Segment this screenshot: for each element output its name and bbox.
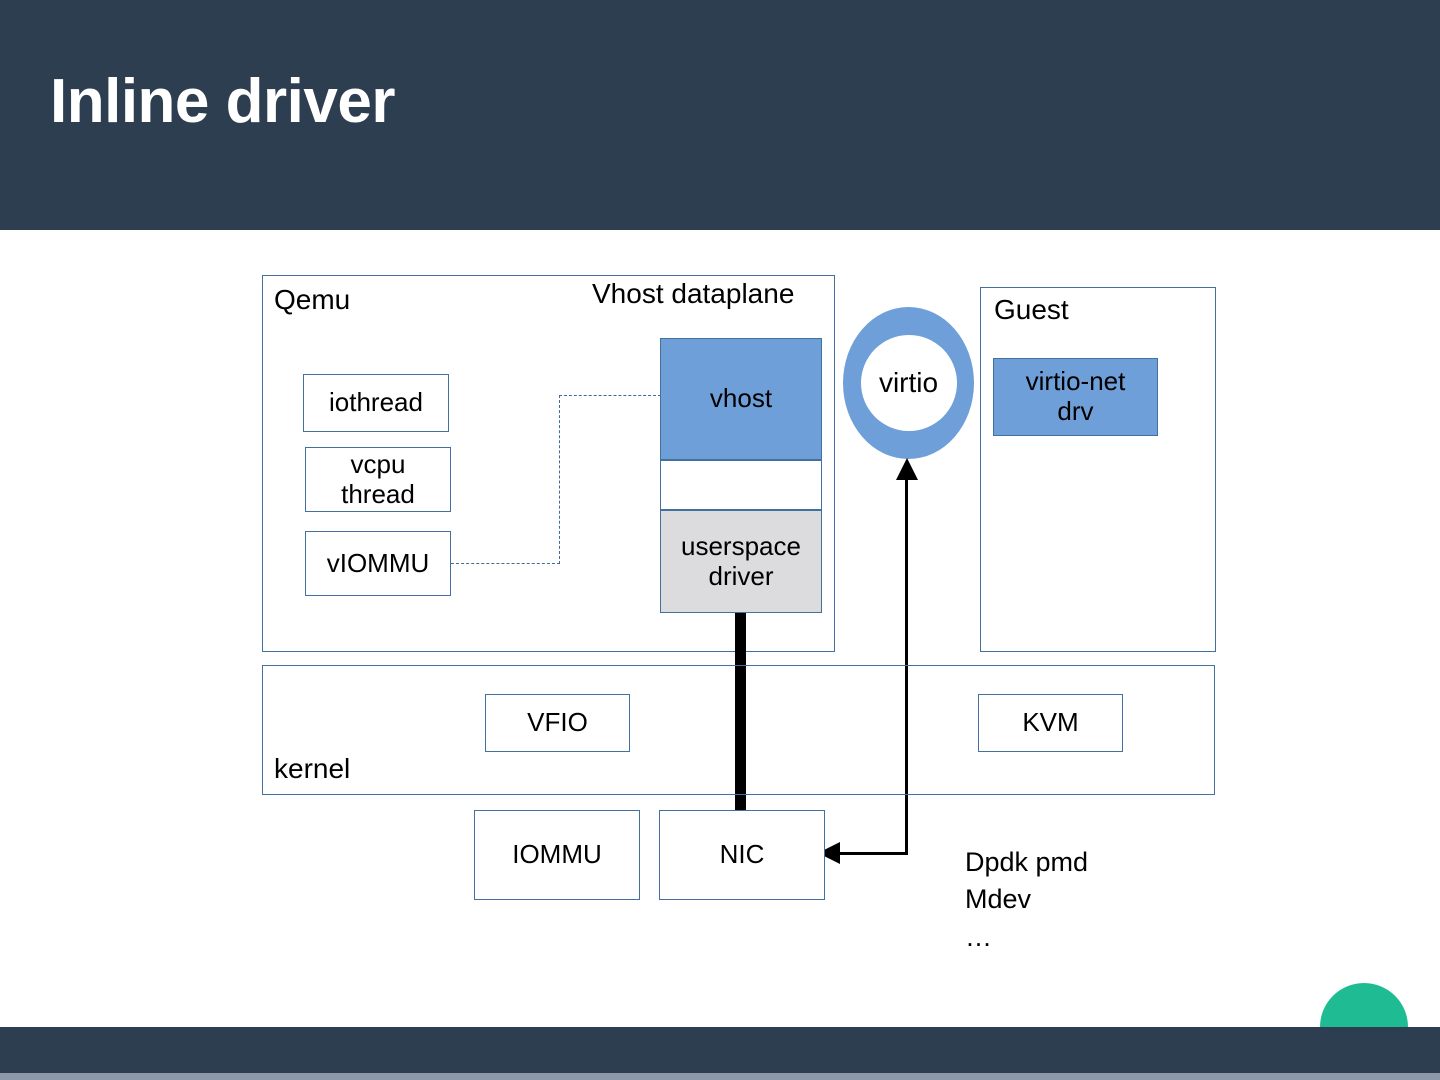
userspace-driver-box[interactable]: userspace driver xyxy=(660,510,822,613)
virtio-net-drv-label: virtio-net drv xyxy=(1025,366,1126,426)
vfio-box[interactable]: VFIO xyxy=(485,694,630,752)
viommu-vhost-dash-vertical xyxy=(559,395,560,564)
nic-virtio-arrow-vertical xyxy=(905,480,908,855)
iothread-box[interactable]: iothread xyxy=(303,374,449,432)
kvm-label: KVM xyxy=(1022,707,1079,738)
iothread-label: iothread xyxy=(329,387,423,418)
slide-header-bar xyxy=(0,0,1440,230)
virtio-label: virtio xyxy=(878,367,939,398)
nic-box[interactable]: NIC xyxy=(659,810,825,900)
virtio-ring-hole: virtio xyxy=(860,335,957,431)
vhost-dataplane-label: Vhost dataplane xyxy=(592,278,795,309)
vcpu-thread-label: vcpu thread xyxy=(341,448,415,509)
iommu-label: IOMMU xyxy=(512,839,602,870)
qemu-container xyxy=(262,275,835,652)
viommu-vhost-dash-upper xyxy=(559,395,661,396)
guest-label: Guest xyxy=(994,294,1069,325)
viommu-label: vIOMMU xyxy=(326,547,430,578)
viommu-vhost-dash-lower xyxy=(451,563,560,564)
kernel-label: kernel xyxy=(274,753,351,784)
virtio-net-drv-box[interactable]: virtio-net drv xyxy=(993,358,1158,436)
userspace-driver-label: userspace driver xyxy=(681,530,801,591)
page-title: Inline driver xyxy=(50,67,395,136)
slide-footer-bar xyxy=(0,1027,1440,1073)
nic-virtio-arrow-horizontal xyxy=(828,852,908,855)
guest-container xyxy=(980,287,1216,652)
viommu-box[interactable]: vIOMMU xyxy=(305,531,451,596)
vhost-label: vhost xyxy=(709,383,773,414)
kvm-box[interactable]: KVM xyxy=(978,694,1123,752)
nic-virtio-arrowhead-up xyxy=(896,458,918,480)
virtio-ring[interactable]: virtio xyxy=(843,307,974,459)
vcpu-thread-box[interactable]: vcpu thread xyxy=(305,447,451,512)
dpdk-annotation: Dpdk pmd Mdev … xyxy=(965,847,1089,952)
userspace-driver-to-nic-line xyxy=(735,613,746,813)
slide-footer-strip xyxy=(0,1073,1440,1080)
kernel-container xyxy=(262,665,1215,795)
vhost-middle-box[interactable] xyxy=(660,460,822,510)
vhost-box[interactable]: vhost xyxy=(660,338,822,460)
qemu-label: Qemu xyxy=(274,284,351,315)
vfio-label: VFIO xyxy=(527,707,588,738)
iommu-box[interactable]: IOMMU xyxy=(474,810,640,900)
diagram-canvas: Qemu Vhost dataplane iothread vcpu threa… xyxy=(0,230,1440,1027)
nic-label: NIC xyxy=(719,839,765,870)
